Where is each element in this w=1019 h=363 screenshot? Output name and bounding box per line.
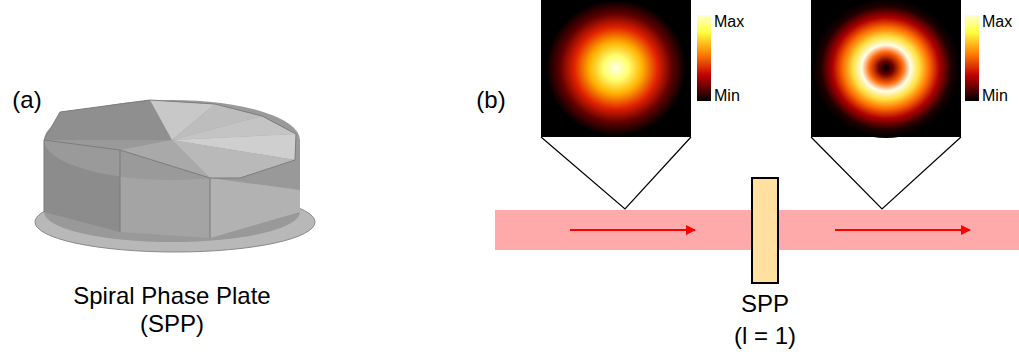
colorbar [697, 15, 711, 101]
spiral-phase-plate-element [752, 178, 778, 283]
panel-label: (a) [12, 86, 41, 114]
element-label: (l = 1) [734, 322, 796, 350]
colorbar-label: Max [982, 13, 1012, 31]
gaussian-beam-profile [546, 0, 686, 136]
colorbar [965, 15, 979, 101]
propagation-arrow [835, 229, 970, 231]
caption: Spiral Phase Plate (SPP) [57, 282, 287, 337]
donut-beam-profile [812, 0, 960, 138]
colorbar-label: Min [714, 87, 740, 105]
panel-label: (b) [476, 86, 505, 114]
leader-line [541, 137, 691, 209]
element-label: SPP [741, 290, 789, 318]
propagation-arrow [570, 229, 695, 231]
spiral-phase-plate [35, 100, 315, 252]
colorbar-label: Max [714, 13, 744, 31]
leader-line [811, 137, 961, 209]
colorbar-label: Min [982, 87, 1008, 105]
intensity-map [541, 0, 691, 137]
